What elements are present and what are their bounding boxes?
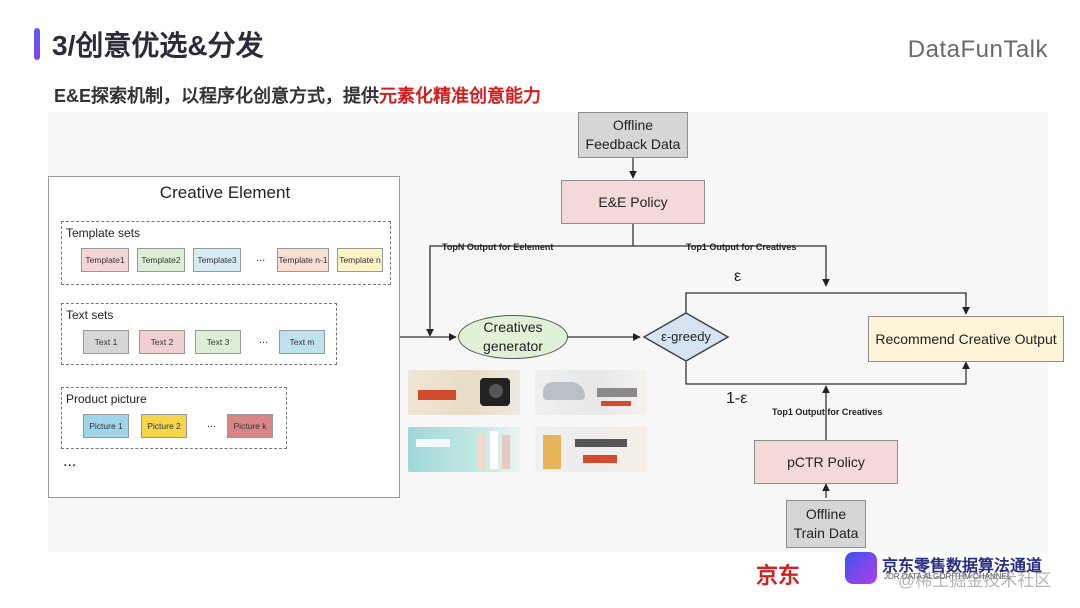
text-chip: Text 2 [139, 330, 185, 354]
arrow-greedy-one-minus-epsilon [685, 361, 970, 385]
text-ellipsis: ... [259, 334, 269, 346]
creatives-generator-line2: generator [483, 338, 543, 354]
creative-thumbnail-camera [408, 370, 520, 415]
template-chip: Template1 [81, 248, 129, 272]
template-chip: Template n-1 [277, 248, 329, 272]
offline-feedback-line1: Offline [612, 117, 654, 134]
offline-train-line2: Train Data [793, 525, 859, 541]
more-elements-ellipsis: ... [63, 453, 77, 470]
channel-logo-icon [845, 552, 877, 584]
picture-chip: Picture 1 [83, 414, 129, 438]
template-chip: Template2 [137, 248, 185, 272]
template-chip: Template n [337, 248, 383, 272]
template-sets-label: Template sets [66, 226, 141, 240]
epsilon-label: ε [734, 268, 742, 285]
text-chip: Text 3 [195, 330, 241, 354]
creatives-generator-line1: Creatives [483, 319, 543, 336]
brand-logo-text: DataFunTalk [907, 36, 1048, 63]
product-picture-group: Product picture Picture 1 Picture 2 ... … [61, 387, 287, 449]
jd-logo-text: 京东 [756, 563, 801, 588]
creative-thumbnail-shoe [535, 370, 647, 415]
channel-subtitle: JDR DATA ALGORITHM CHANNEL [884, 572, 1012, 581]
text-chip: Text m [279, 330, 325, 354]
text-sets-group: Text sets Text 1 Text 2 Text 3 ... Text … [61, 303, 337, 365]
arrow-policy-top1 [633, 245, 830, 287]
e-greedy-diamond [642, 312, 730, 362]
subtitle-plain: E&E探索机制，以程序化创意方式，提供 [54, 86, 380, 106]
template-ellipsis: ... [256, 252, 266, 264]
template-sets-group: Template sets Template1 Template2 Templa… [61, 221, 391, 285]
picture-ellipsis: ... [207, 418, 217, 430]
product-picture-label: Product picture [66, 392, 147, 406]
watermark-text: @稀土掘金技术社区 [898, 571, 1052, 590]
page-title: 3/创意优选&分发 [52, 30, 264, 61]
picture-chip: Picture 2 [141, 414, 187, 438]
top1-output-label-lower: Top1 Output for Creatives [772, 407, 883, 417]
creatives-generator-node: Creatives generator [458, 315, 568, 359]
text-sets-label: Text sets [66, 308, 114, 322]
ee-policy-node: E&E Policy [561, 180, 705, 224]
channel-name: 京东零售数据算法通道 [882, 558, 1043, 575]
top1-output-label-upper: Top1 Output for Creatives [686, 242, 797, 252]
e-greedy-label: ε-greedy [661, 329, 711, 345]
arrow-greedy-epsilon [685, 292, 970, 315]
subtitle-highlight: 元素化精准创意能力 [379, 86, 542, 106]
creative-thumbnail-tube [535, 427, 647, 472]
offline-feedback-line2: Feedback Data [585, 136, 681, 152]
topn-output-label: TopN Output for Eelement [442, 242, 554, 252]
creative-element-title: Creative Element [159, 183, 291, 202]
picture-chip: Picture k [227, 414, 273, 438]
pctr-policy-node: pCTR Policy [754, 440, 898, 484]
arrow-policy-topn [426, 224, 634, 337]
recommend-creative-output-node: Recommend Creative Output [868, 316, 1064, 362]
template-chip: Template3 [193, 248, 241, 272]
title-accent-bar [34, 28, 40, 60]
one-minus-epsilon-label: 1-ε [726, 390, 748, 407]
page-subtitle: E&E探索机制，以程序化创意方式，提供元素化精准创意能力 [54, 82, 541, 108]
creative-element-panel: Creative Element Template sets Template1… [48, 176, 400, 498]
offline-train-line1: Offline [805, 506, 847, 523]
creative-thumbnail-hand-cream [408, 427, 520, 472]
text-chip: Text 1 [83, 330, 129, 354]
